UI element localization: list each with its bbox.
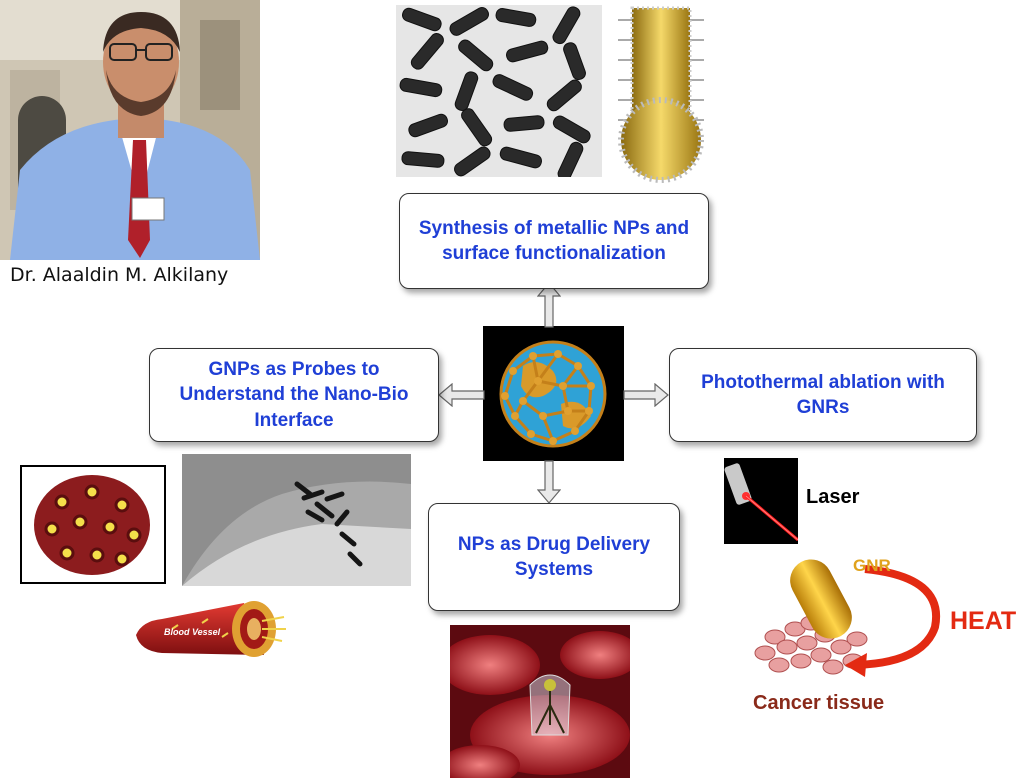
photothermal-illustration — [745, 547, 955, 697]
heat-label: HEAT — [950, 607, 1017, 635]
arrow-down — [537, 460, 561, 504]
gnr-label: GNR — [853, 556, 891, 575]
drug-delivery-image — [440, 625, 640, 783]
portrait-caption: Dr. Alaaldin M. Alkilany — [10, 264, 229, 286]
drug-delivery-label: NPs as Drug Delivery Systems — [457, 533, 651, 580]
arrow-right — [623, 383, 669, 407]
nanoparticle-globe-image — [483, 326, 624, 461]
probes-box: GNPs as Probes to Understand the Nano-Bi… — [149, 348, 439, 442]
probes-label: GNPs as Probes to Understand the Nano-Bi… — [179, 359, 409, 431]
blood-vessel-label: Blood Vessel — [164, 627, 221, 637]
photothermal-box: Photothermal ablation with GNRs — [669, 348, 977, 442]
laser-label: Laser — [806, 486, 860, 508]
synthesis-box: Synthesis of metallic NPs and surface fu… — [399, 193, 709, 289]
gold-nanorod-illustration — [610, 0, 712, 195]
synthesis-label: Synthesis of metallic NPs and surface fu… — [418, 217, 690, 264]
arrow-up — [537, 282, 561, 328]
photothermal-label: Photothermal ablation with GNRs — [701, 371, 945, 418]
cell-tem-image — [182, 454, 411, 586]
nanocage-image — [20, 465, 166, 584]
nanorod-tem-image — [396, 5, 602, 181]
cancer-tissue-label: Cancer tissue — [753, 692, 885, 714]
laser-image — [724, 458, 799, 544]
arrow-left — [438, 383, 485, 407]
blood-vessel-illustration: Blood Vessel — [132, 595, 292, 665]
drug-delivery-box: NPs as Drug Delivery Systems — [428, 503, 680, 611]
portrait-photo — [0, 0, 260, 260]
